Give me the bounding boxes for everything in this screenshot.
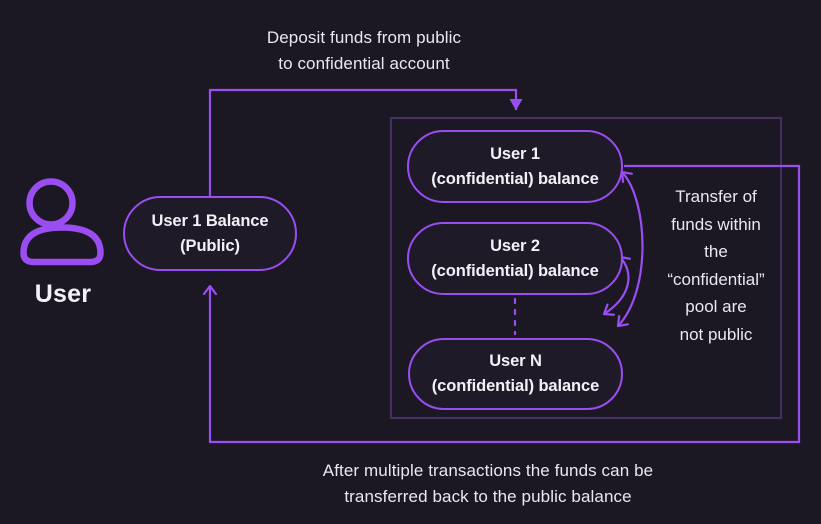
confidential-balance-pill-1: User 1 (confidential) balance bbox=[407, 130, 623, 203]
withdraw-caption: After multiple transactions the funds ca… bbox=[322, 461, 654, 506]
confidential-balance-label-3: User N (confidential) balance bbox=[431, 352, 600, 395]
transfer-note: Transfer of funds within the “confidenti… bbox=[667, 187, 765, 344]
confidential-pool-frame bbox=[390, 117, 782, 419]
confidential-balance-label-1: User 1 (confidential) balance bbox=[431, 144, 599, 188]
confidential-balance-pill-2: User 2 (confidential) balance bbox=[407, 222, 623, 295]
deposit-caption: Deposit funds from public to confidentia… bbox=[266, 28, 462, 73]
user-icon bbox=[20, 178, 104, 266]
actor-label: User bbox=[34, 280, 92, 308]
public-balance-label: User 1 Balance (Public) bbox=[151, 211, 269, 255]
public-balance-pill: User 1 Balance (Public) bbox=[123, 196, 297, 271]
confidential-balance-pill-3: User N (confidential) balance bbox=[408, 338, 623, 410]
deposit-arrow bbox=[208, 88, 523, 196]
transfer-arc-short bbox=[602, 255, 631, 316]
withdraw-arrow bbox=[202, 164, 801, 444]
confidential-balance-label-2: User 2 (confidential) balance bbox=[431, 236, 599, 280]
